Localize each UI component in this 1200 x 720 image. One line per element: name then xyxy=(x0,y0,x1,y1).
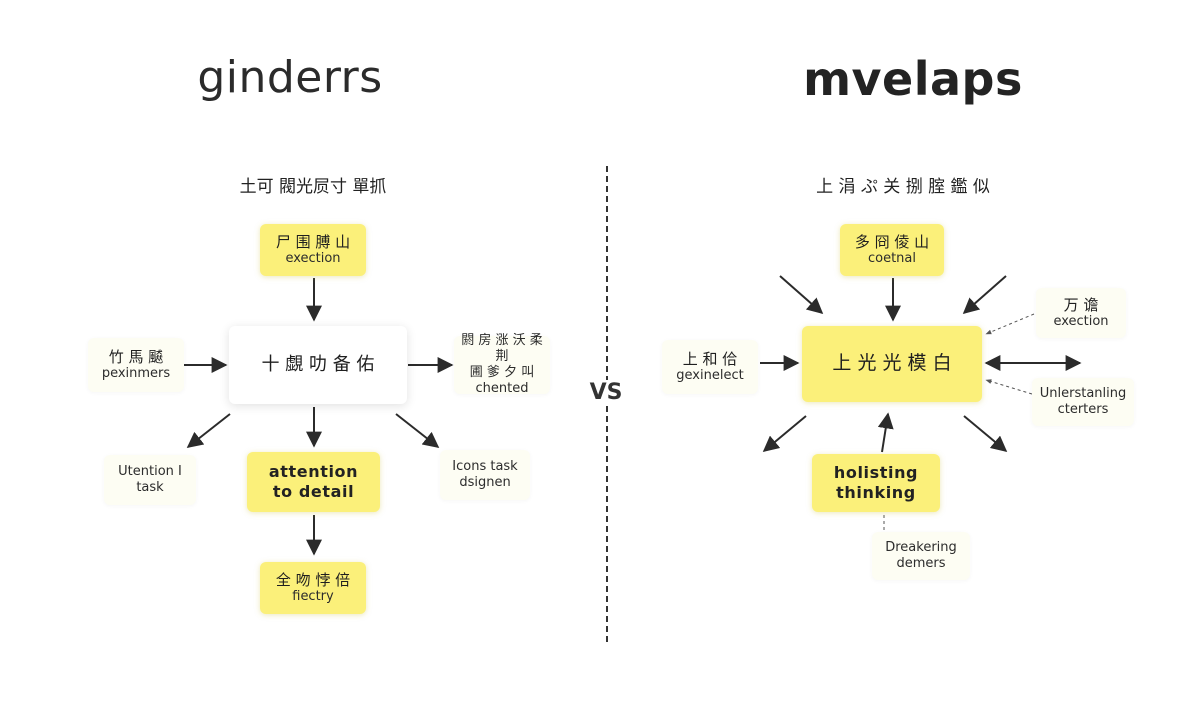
edge-right-center-br xyxy=(963,415,1008,453)
edge-right-tl-center xyxy=(779,275,824,315)
right-node-lowest[interactable]: Dreakering demers xyxy=(872,532,970,580)
left-node-bottom-right-en: Icons task xyxy=(452,458,518,474)
right-node-right-en2: cterters xyxy=(1057,402,1109,417)
left-node-top[interactable]: 尸 围 膊 山 exection xyxy=(260,224,366,276)
left-node-bottom-en: attention xyxy=(268,462,359,481)
edge-left-center-bottomright xyxy=(395,413,440,448)
left-node-right-cn2: 圃 爹 夕 叫 xyxy=(469,365,535,380)
right-node-top-right[interactable]: 万 谵 exection xyxy=(1036,288,1126,338)
left-node-right-cn: 閼 房 涨 沃 柔 荆 xyxy=(461,332,543,364)
left-node-lowest-en: fiectry xyxy=(292,589,334,605)
right-title: mvelaps xyxy=(803,52,1023,106)
left-node-top-en: exection xyxy=(285,251,341,267)
right-node-left[interactable]: 上 和 佮 gexinelect xyxy=(662,340,758,394)
right-node-top-right-cn: 万 谵 xyxy=(1063,295,1099,314)
edge-right-center-bl xyxy=(762,415,807,453)
edge-right-topright-dashed xyxy=(985,313,1035,335)
left-node-lowest-cn: 全 吻 悖 倍 xyxy=(275,570,351,589)
left-node-right-en: chented xyxy=(475,381,529,397)
left-node-bottom-left-en: Utention I xyxy=(118,463,182,479)
edge-right-right-dashed xyxy=(985,379,1033,395)
left-node-top-cn: 尸 围 膊 山 xyxy=(275,232,351,251)
left-node-lowest[interactable]: 全 吻 悖 倍 fiectry xyxy=(260,562,366,614)
right-subtitle: 上 涓 ぷ 关 捌 腟 鑑 似 xyxy=(816,177,990,197)
right-node-left-en: gexinelect xyxy=(676,368,744,384)
edge-right-bottom-center xyxy=(877,412,894,453)
right-node-lowest-en2: demers xyxy=(896,556,946,571)
right-node-center[interactable]: 上 光 光 模 白 xyxy=(802,326,982,402)
right-node-bottom-en2: thinking xyxy=(836,483,916,502)
right-node-top-cn: 多 冏 倰 山 xyxy=(854,232,930,251)
right-node-center-cn: 上 光 光 模 白 xyxy=(832,352,952,375)
edge-right-tr-center xyxy=(962,275,1007,315)
right-node-left-cn: 上 和 佮 xyxy=(682,349,738,368)
right-node-top-right-en: exection xyxy=(1053,314,1109,330)
right-node-top-en: coetnal xyxy=(867,251,916,267)
left-node-left-en: pexinmers xyxy=(101,366,171,382)
left-node-bottom[interactable]: attention to detail xyxy=(247,452,380,512)
left-node-center[interactable]: 十 覷 叻 备 佑 xyxy=(229,326,407,404)
right-node-lowest-en: Dreakering xyxy=(885,539,957,555)
right-node-bottom[interactable]: holisting thinking xyxy=(812,454,940,512)
right-node-right-en: Unlerstanling xyxy=(1039,385,1127,401)
left-node-bottom-right-en2: dsignen xyxy=(459,475,511,490)
left-node-bottom-left-en2: task xyxy=(136,480,164,495)
left-node-bottom-en2: to detail xyxy=(272,482,355,501)
left-subtitle: 土可 閥光屃寸 單抓 xyxy=(239,177,387,197)
right-node-bottom-en: holisting xyxy=(833,463,919,482)
left-node-right[interactable]: 閼 房 涨 沃 柔 荆 圃 爹 夕 叫 chented xyxy=(454,332,550,397)
left-node-bottom-right[interactable]: Icons task dsignen xyxy=(440,450,530,500)
left-node-left[interactable]: 竹 馬 飇 pexinmers xyxy=(88,338,184,392)
edge-left-center-bottomleft xyxy=(186,413,231,448)
right-node-top[interactable]: 多 冏 倰 山 coetnal xyxy=(840,224,944,276)
vs-label: VS xyxy=(586,380,626,405)
left-node-left-cn: 竹 馬 飇 xyxy=(108,347,164,366)
left-node-center-cn: 十 覷 叻 备 佑 xyxy=(261,353,375,375)
left-node-bottom-left[interactable]: Utention I task xyxy=(104,455,196,505)
right-node-right[interactable]: Unlerstanling cterters xyxy=(1032,378,1134,426)
left-title: ginderrs xyxy=(197,52,383,103)
